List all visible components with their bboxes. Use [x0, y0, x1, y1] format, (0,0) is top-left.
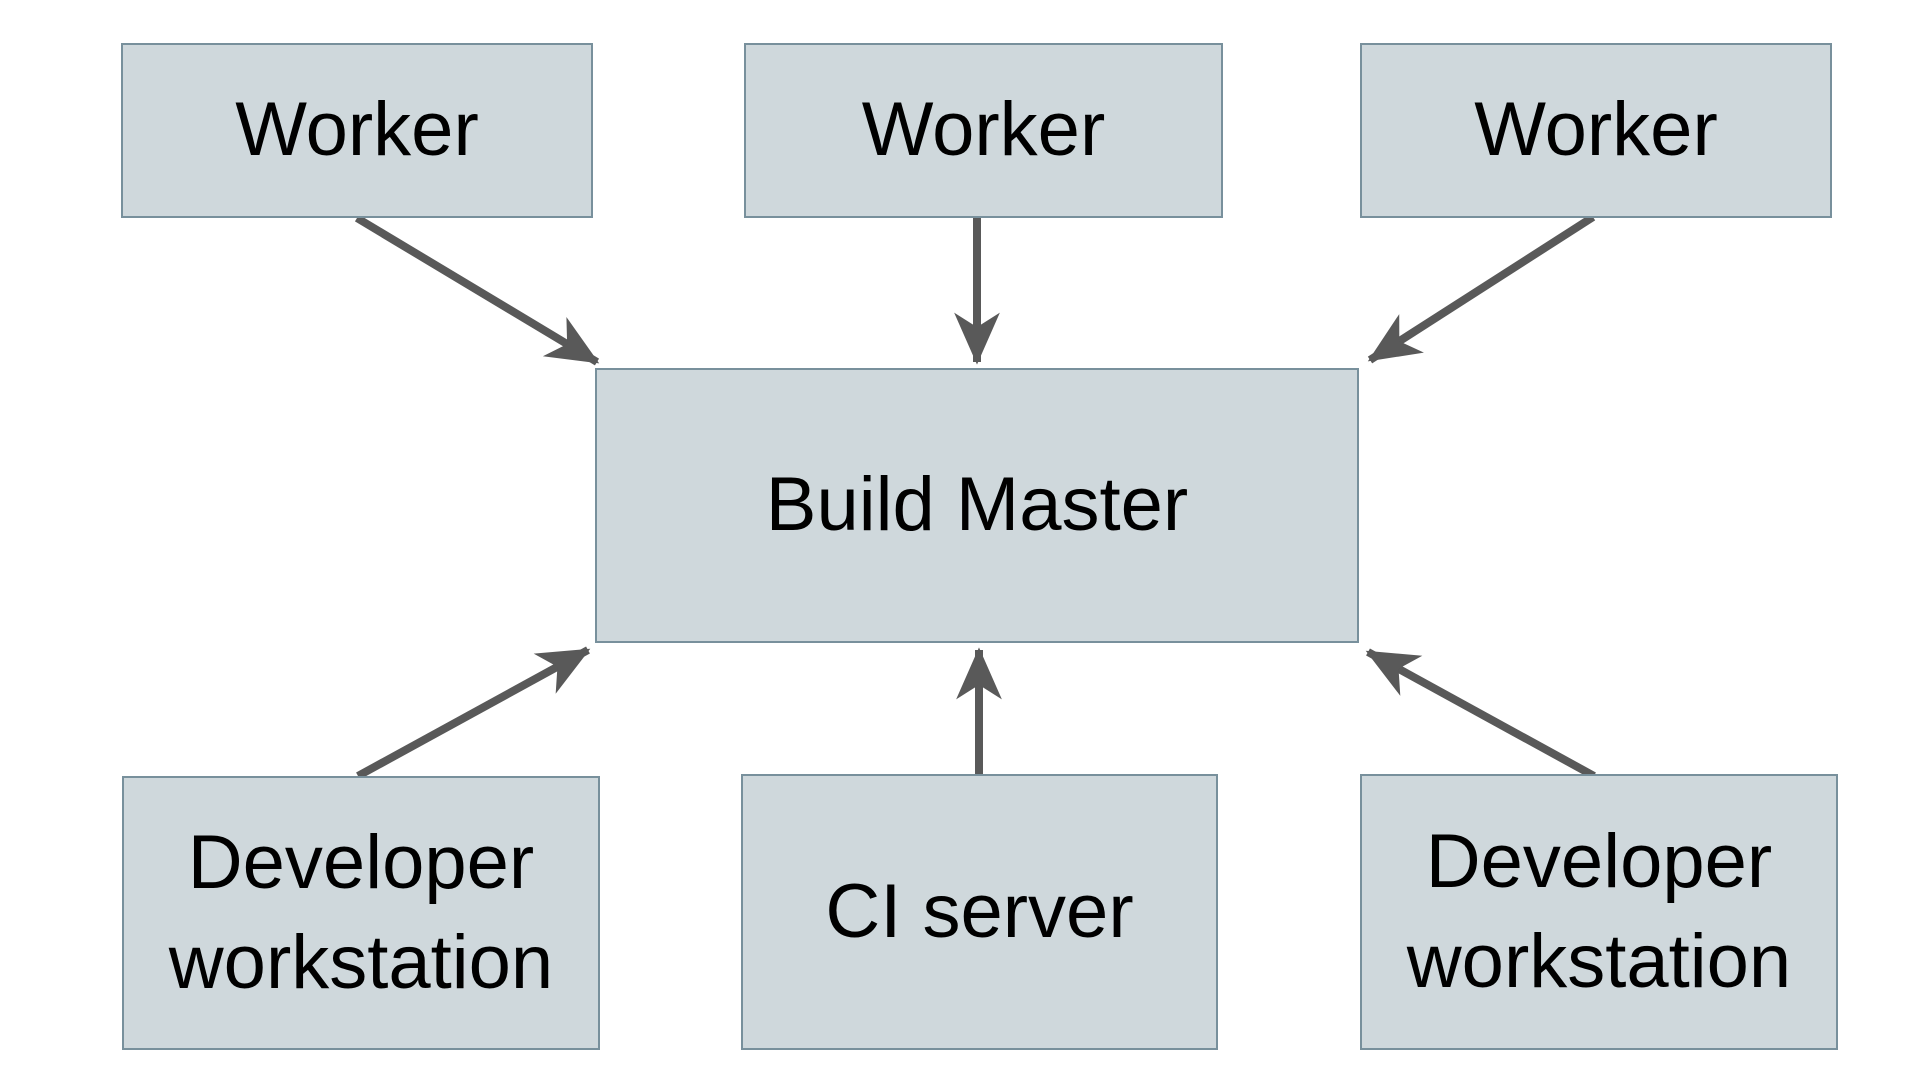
node-developer-workstation-1: Developer workstation	[122, 776, 600, 1050]
node-developer-workstation-1-label: Developer workstation	[168, 819, 554, 1005]
node-worker-1-label: Worker	[235, 87, 479, 173]
node-worker-3: Worker	[1360, 43, 1832, 218]
node-build-master-label: Build Master	[765, 462, 1189, 548]
node-worker-3-label: Worker	[1474, 87, 1718, 173]
node-ci-server-label: CI server	[825, 868, 1134, 954]
node-build-master: Build Master	[595, 368, 1359, 643]
arrow-devworkstation2-to-buildmaster	[1365, 648, 1596, 780]
node-worker-2-label: Worker	[861, 87, 1106, 173]
arrow-worker3-to-buildmaster	[1367, 213, 1596, 364]
node-worker-1: Worker	[121, 43, 593, 218]
node-developer-workstation-2-label: Developer workstation	[1406, 818, 1792, 1004]
node-ci-server: CI server	[741, 774, 1218, 1050]
node-developer-workstation-2: Developer workstation	[1360, 774, 1838, 1050]
arrow-devworkstation1-to-buildmaster	[356, 646, 591, 780]
arrow-worker1-to-buildmaster	[354, 214, 600, 366]
node-worker-2: Worker	[744, 43, 1223, 218]
